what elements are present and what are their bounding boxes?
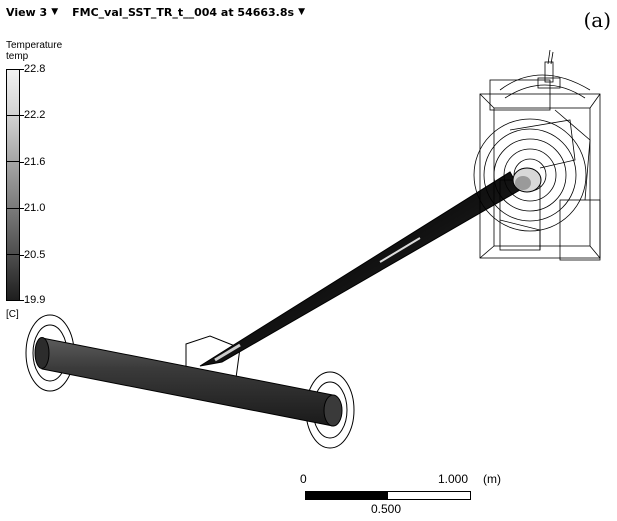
legend-tick-label: 20.5	[24, 249, 46, 261]
legend-tick-mark	[20, 300, 24, 301]
legend-tick-mark	[20, 208, 24, 209]
scale-bar-light-half	[388, 492, 470, 499]
scale-bar-mid-label: 0.500	[371, 502, 402, 516]
valve-assembly-wireframe	[473, 49, 601, 261]
valve-inlet-core	[515, 176, 531, 190]
dataset-selector-label[interactable]: FMC_val_SST_TR_t__004 at 54663.8s	[72, 5, 295, 19]
dataset-dropdown-icon[interactable]: ▼	[298, 7, 305, 17]
legend-segment	[7, 254, 19, 301]
main-pipe-inlet-cap	[34, 337, 50, 369]
scale-bar-dark-half	[306, 492, 388, 499]
legend-segment	[7, 70, 19, 117]
legend-segment	[7, 162, 19, 209]
color-legend-bar	[6, 69, 20, 301]
legend-tick-mark	[20, 69, 24, 70]
pipe-highlight	[214, 343, 241, 362]
legend-title: Temperature temp	[6, 40, 62, 62]
legend-tick-label: 21.0	[24, 202, 46, 214]
diagonal-pipe	[199, 171, 521, 367]
view-selector-label[interactable]: View 3	[6, 5, 48, 19]
legend-tick-mark	[20, 162, 24, 163]
figure-label: (a)	[583, 8, 611, 32]
legend-tick-mark	[20, 115, 24, 116]
viewport-header: View 3 ▼ FMC_val_SST_TR_t__004 at 54663.…	[6, 4, 305, 20]
scale-bar-zero-label: 0	[300, 472, 307, 486]
legend-tick-label: 21.6	[24, 156, 46, 168]
scale-bar-unit-label: (m)	[483, 472, 501, 486]
legend-tick-mark	[20, 255, 24, 256]
pipe-highlight	[379, 237, 421, 263]
scale-bar	[305, 491, 471, 500]
legend-tick-label: 22.8	[24, 63, 46, 75]
tee-junction-outline	[185, 335, 241, 379]
main-pipe-outlet-cap	[323, 394, 343, 427]
legend-segment	[7, 208, 19, 255]
view-dropdown-icon[interactable]: ▼	[51, 7, 59, 17]
legend-tick-label: 19.9	[24, 294, 46, 306]
legend-quantity: Temperature	[6, 40, 63, 51]
legend-tick-label: 22.2	[24, 109, 46, 121]
legend-variable: temp	[6, 51, 29, 62]
legend-unit: [C]	[6, 309, 19, 320]
main-pipe	[41, 337, 334, 427]
legend-segment	[7, 116, 19, 163]
scale-bar-max-label: 1.000	[438, 472, 469, 486]
